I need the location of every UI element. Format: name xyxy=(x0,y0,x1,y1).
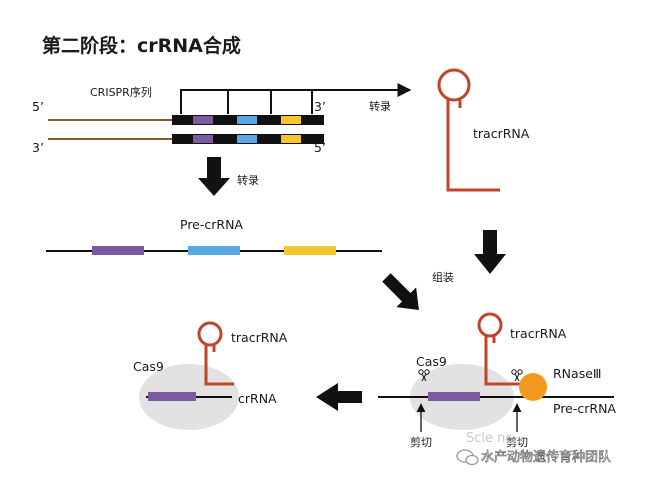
page-title: 第二阶段：crRNA合成 xyxy=(42,34,241,57)
transcription-arrow xyxy=(180,83,412,114)
scissors-icon xyxy=(418,369,430,382)
three-prime-label-top: 3’ xyxy=(314,99,326,114)
cut-label-right: 剪切 xyxy=(506,435,528,449)
black-arrow-icon xyxy=(198,157,230,196)
transcription-label-mid: 转录 xyxy=(237,173,259,187)
black-arrow-icon xyxy=(474,230,506,274)
pre-crrna-transcript: Pre-crRNA xyxy=(46,217,382,255)
tracrrna-stem-complex xyxy=(484,335,533,386)
spacer-purple-rna xyxy=(92,246,144,255)
spacer-purple-complex xyxy=(428,392,480,401)
pre-crrna-label-complex: Pre-crRNA xyxy=(553,401,616,416)
assembly-label: 组装 xyxy=(432,270,454,284)
spacer-blue-top xyxy=(237,116,257,124)
five-prime-label-bottom: 5’ xyxy=(314,140,326,155)
tracrrna-loop-complex xyxy=(477,312,503,338)
spacer-purple-mature xyxy=(148,392,196,401)
cut-label-left: 剪切 xyxy=(410,435,432,449)
spacer-yellow-top xyxy=(281,116,301,124)
watermark-text: 水产动物遗传育种团队 xyxy=(481,449,611,465)
tracrrna-loop xyxy=(437,68,471,102)
spacer-blue-bottom xyxy=(237,135,257,143)
tracrrna-stem xyxy=(446,98,500,192)
crrna-label: crRNA xyxy=(238,391,277,406)
tracrrna-label-complex: tracrRNA xyxy=(510,326,567,341)
spacer-yellow-bottom xyxy=(281,135,301,143)
rnase3-enzyme xyxy=(519,373,547,401)
three-prime-label-bottom: 3’ xyxy=(32,140,44,155)
tracrrna-label-top: tracrRNA xyxy=(473,126,530,141)
spacer-blue-rna xyxy=(188,246,240,255)
cas9-complex-mature: tracrRNA Cas9 crRNA xyxy=(133,321,288,430)
crispr-locus: CRISPR序列 5’ 3’ 3’ 5’ 转录 xyxy=(32,83,412,155)
black-arrow-icon xyxy=(316,383,362,411)
tracrrna-stem-mature xyxy=(204,344,234,386)
crispr-locus-label: CRISPR序列 xyxy=(90,85,152,99)
spacer-purple-bottom xyxy=(193,135,213,143)
spacer-purple-top xyxy=(193,116,213,124)
five-prime-label-top: 5’ xyxy=(32,99,44,114)
watermark: Scie nc... 水产动物遗传育种团队 xyxy=(456,431,611,466)
transcription-label-top: 转录 xyxy=(369,99,391,113)
tracrrna-label-mature: tracrRNA xyxy=(231,330,288,345)
watermark-faint-text: Scie nc... xyxy=(466,431,525,446)
cas9-label-mature: Cas9 xyxy=(133,359,164,374)
tracrrna-standalone: tracrRNA xyxy=(437,68,530,192)
tracrrna-loop-mature xyxy=(197,321,223,347)
scissors-icon xyxy=(511,369,523,382)
rnase3-label: RNaseⅢ xyxy=(553,366,602,381)
black-arrow-icon xyxy=(382,273,419,310)
wechat-icon xyxy=(456,449,479,466)
cas9-label-complex: Cas9 xyxy=(416,354,447,369)
spacer-yellow-rna xyxy=(284,246,336,255)
pre-crrna-label: Pre-crRNA xyxy=(180,217,243,232)
cas9-complex-assembled: tracrRNA RNaseⅢ Pre-crRNA Cas9 剪切 剪切 xyxy=(378,312,616,449)
